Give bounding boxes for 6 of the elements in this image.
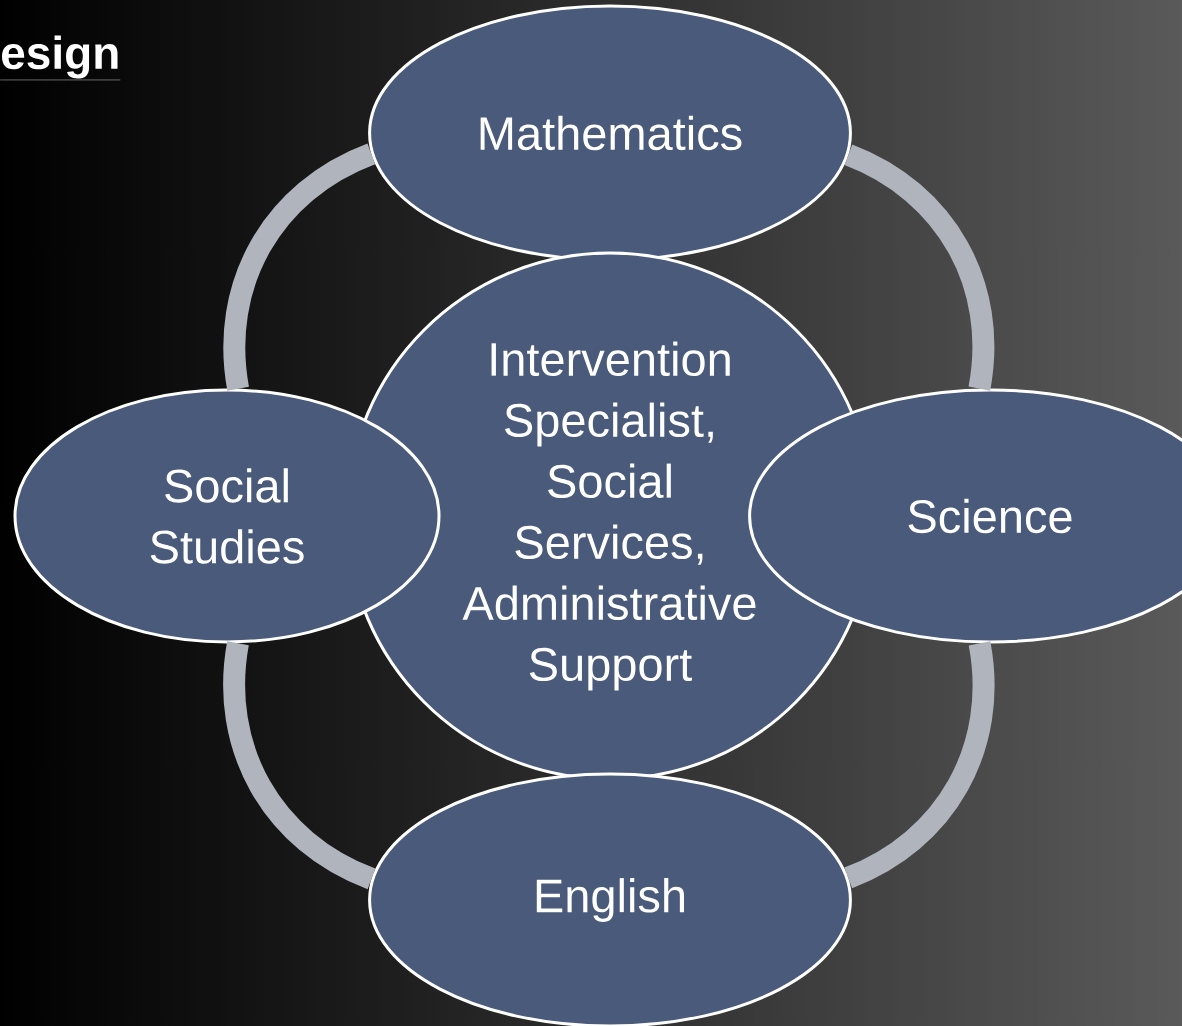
ring-arc — [223, 641, 376, 889]
ring-arc — [843, 144, 995, 391]
ring-arc — [223, 143, 376, 391]
node-label: Science — [908, 498, 1072, 534]
ring-arc — [843, 641, 995, 888]
title: esign — [0, 35, 121, 81]
